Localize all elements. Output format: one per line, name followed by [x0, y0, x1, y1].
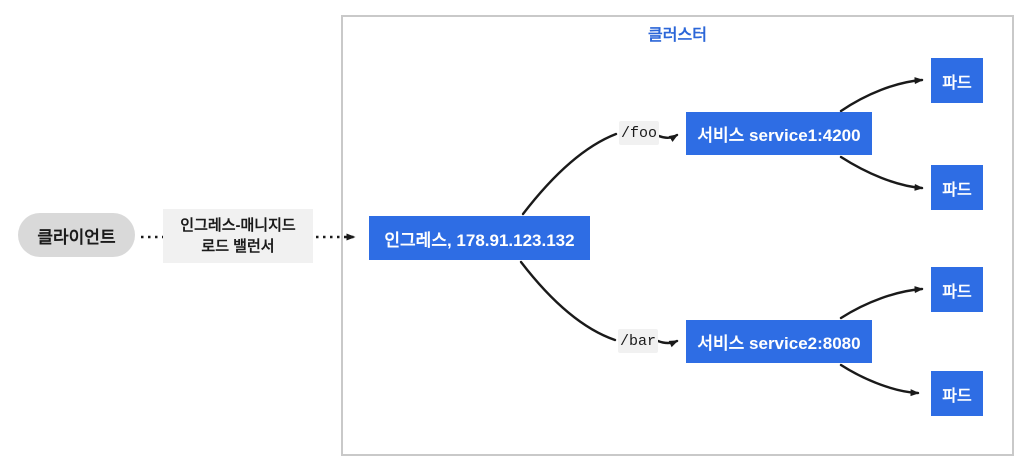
load-balancer-label-line1: 인그레스-매니지드 [180, 217, 296, 234]
ingress-node: 인그레스, 178.91.123.132 [369, 216, 590, 260]
client-node: 클라이언트 [18, 213, 135, 257]
service1-label: 서비스 service1:4200 [697, 126, 861, 145]
service1-node: 서비스 service1:4200 [686, 112, 872, 155]
ingress-label: 인그레스, 178.91.123.132 [384, 230, 575, 250]
client-label: 클라이언트 [37, 227, 116, 247]
pod-node: 파드 [931, 165, 983, 210]
service2-node: 서비스 service2:8080 [686, 320, 872, 363]
cluster-label: 클러스터 [648, 27, 707, 44]
route-foo-label: /foo [619, 121, 659, 145]
route-bar-label: /bar [618, 329, 658, 353]
pod-node: 파드 [931, 58, 983, 103]
pod-node: 파드 [931, 371, 983, 416]
load-balancer-label: 인그레스-매니지드 로드 밸런서 [163, 209, 313, 263]
service2-label: 서비스 service2:8080 [697, 334, 861, 353]
load-balancer-label-line2: 로드 밸런서 [201, 238, 275, 255]
cluster-boundary [341, 15, 1014, 456]
pod-node: 파드 [931, 267, 983, 312]
